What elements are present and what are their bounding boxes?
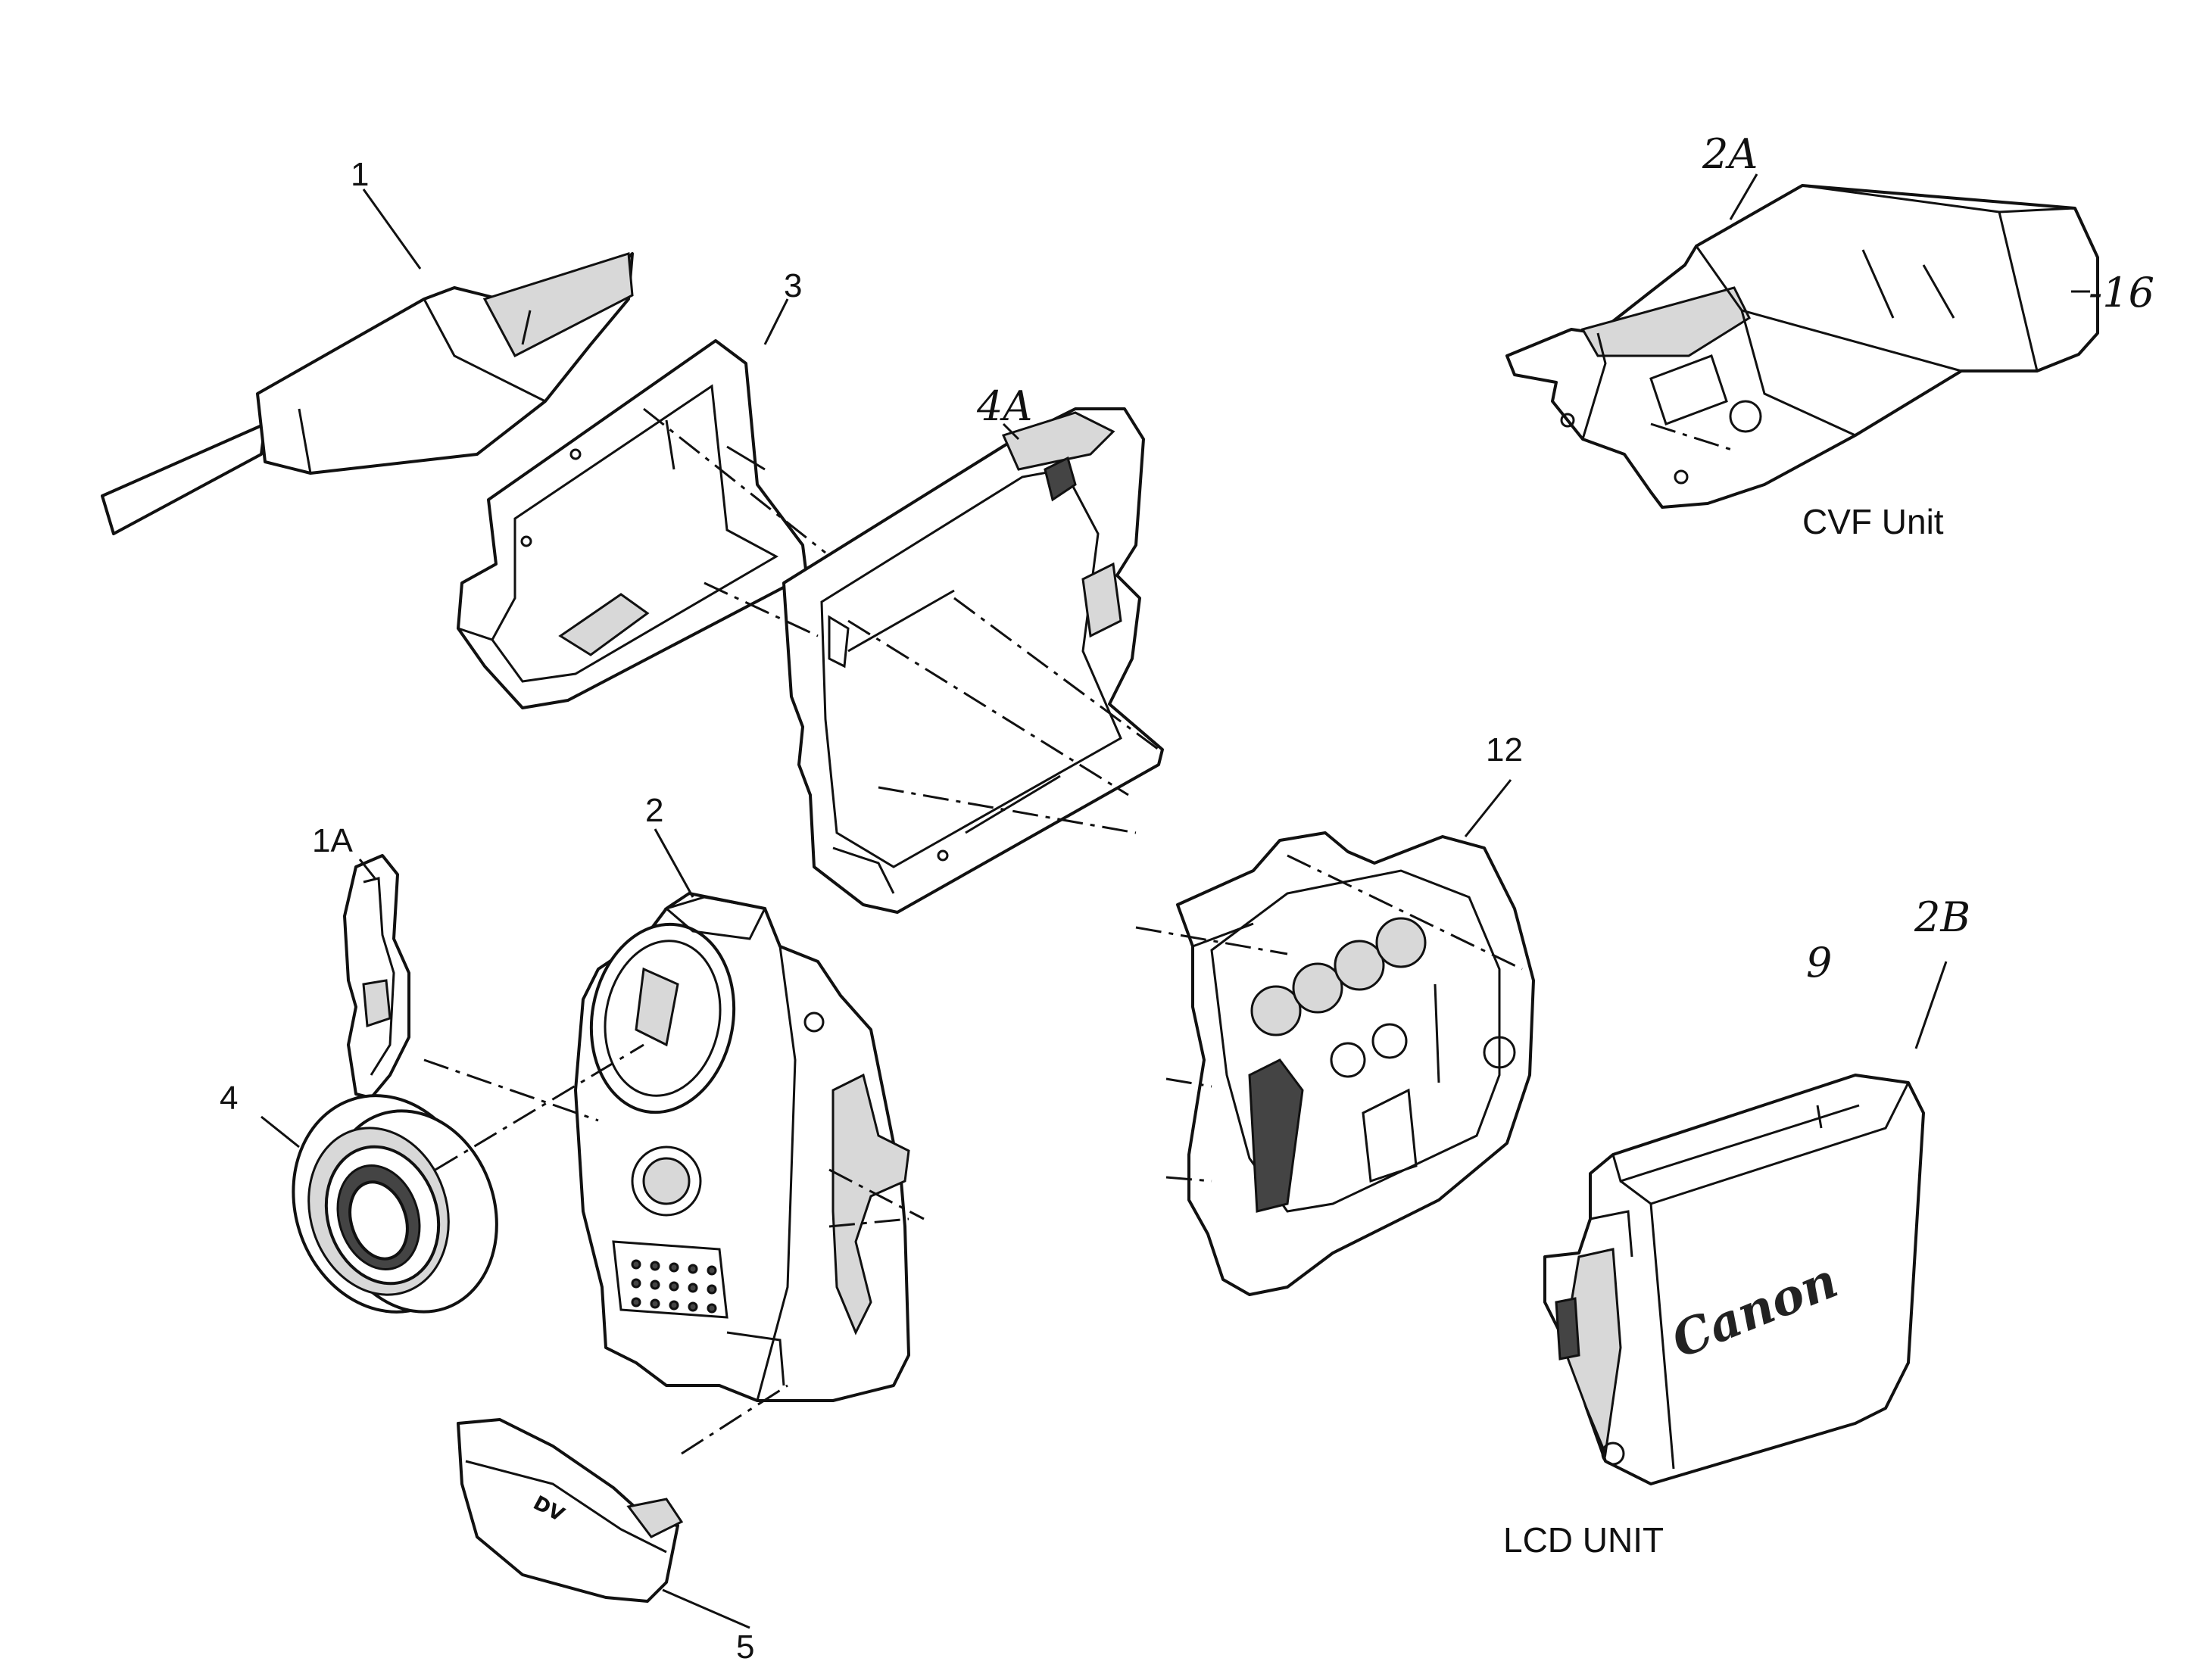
part-4-lens-ring (292, 1094, 498, 1314)
caption-lcd-unit: LCD UNIT (1503, 1520, 1664, 1560)
label-part-2a: 2A (1702, 130, 1758, 178)
assembly-axes (423, 407, 1735, 1455)
label-part-5: 5 (736, 1629, 754, 1666)
part-labels: 1 3 4A 2A -16 1A 2 4 12 9 2B 5 (220, 130, 2154, 1666)
label-part-1a: 1A (312, 822, 353, 859)
part-2-front-housing (574, 892, 910, 1402)
unit-captions: CVF Unit LCD UNIT (1503, 502, 1944, 1560)
caption-cvf-unit: CVF Unit (1802, 502, 1944, 541)
part-5-bottom-cover: DV (457, 1418, 684, 1603)
label-part-2: 2 (645, 792, 663, 829)
part-12-side-unit (1176, 831, 1535, 1296)
label-part-4: 4 (220, 1080, 238, 1117)
leader-lines (261, 173, 2090, 1629)
label-part-9: 9 (1806, 939, 1832, 986)
label-part-3: 3 (784, 267, 802, 304)
part-1-grip-belt (101, 252, 634, 535)
part-3-inner-frame (457, 339, 808, 709)
part-1a-side-cover (343, 854, 410, 1099)
label-part-16: -16 (2089, 269, 2154, 316)
cvf-unit-part-2a (1505, 184, 2099, 509)
label-part-4a: 4A (976, 382, 1032, 430)
label-part-2b: 2B (1914, 893, 1970, 941)
part-4a-main-chassis (782, 407, 1164, 914)
label-part-12: 12 (1486, 731, 1523, 768)
lcd-unit-part-2b: Canon (1543, 1074, 1925, 1485)
label-part-1: 1 (351, 156, 369, 193)
speaker-grille (612, 1240, 728, 1319)
